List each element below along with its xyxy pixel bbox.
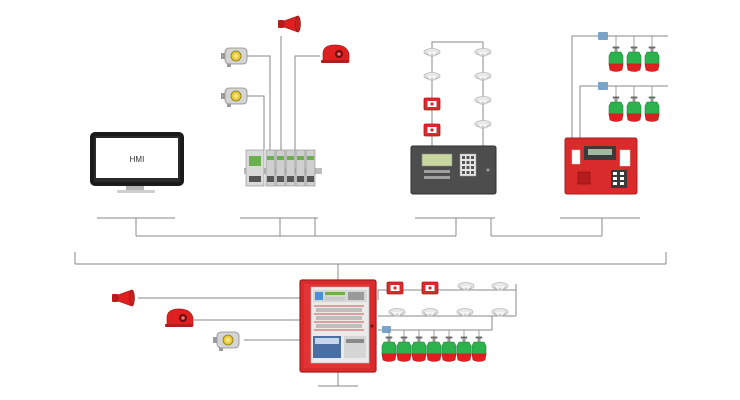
agent-cylinder-icon[interactable] xyxy=(411,336,427,362)
smoke-detector-icon[interactable] xyxy=(474,72,492,81)
smoke-detector-icon[interactable] xyxy=(491,308,509,317)
gas-detector-icon[interactable] xyxy=(220,87,248,108)
beacon-strobe-icon[interactable] xyxy=(164,308,194,328)
main-control-cabinet-icon[interactable] xyxy=(299,279,377,373)
fire-alarm-panel-icon[interactable] xyxy=(410,145,497,195)
manual-call-point-icon[interactable] xyxy=(423,123,441,137)
smoke-detector-icon[interactable] xyxy=(421,308,439,317)
smoke-detector-icon[interactable] xyxy=(457,282,475,291)
manual-call-point-icon[interactable] xyxy=(423,97,441,111)
manual-call-point-icon[interactable] xyxy=(386,281,404,295)
valve-icon xyxy=(598,32,608,90)
agent-cylinder-icon[interactable] xyxy=(471,336,487,362)
suppression-control-panel-icon[interactable] xyxy=(564,137,638,195)
smoke-detector-icon[interactable] xyxy=(423,48,441,57)
manual-call-point-icon[interactable] xyxy=(421,281,439,295)
smoke-detector-icon[interactable] xyxy=(474,48,492,57)
smoke-detector-icon[interactable] xyxy=(423,72,441,81)
gas-detector-icon[interactable] xyxy=(220,47,248,68)
valve-icon xyxy=(382,326,391,333)
agent-cylinder-icon[interactable] xyxy=(381,336,397,362)
horn-siren-icon[interactable] xyxy=(111,289,135,307)
agent-cylinder-icon[interactable] xyxy=(396,336,412,362)
beacon-strobe-icon[interactable] xyxy=(320,44,350,64)
network-bus-lines xyxy=(74,217,667,387)
agent-cylinder-icon[interactable] xyxy=(626,96,642,122)
smoke-detector-icon[interactable] xyxy=(474,120,492,129)
smoke-detector-icon[interactable] xyxy=(456,308,474,317)
smoke-detector-icon[interactable] xyxy=(388,308,406,317)
hmi-monitor[interactable]: HMI xyxy=(90,132,184,193)
agent-cylinder-icon[interactable] xyxy=(426,336,442,362)
din-rail-io-module-icon[interactable] xyxy=(244,149,322,187)
fire-alarm-group xyxy=(410,41,497,195)
agent-cylinder-icon[interactable] xyxy=(626,46,642,72)
smoke-detector-icon[interactable] xyxy=(474,96,492,105)
horn-siren-icon[interactable] xyxy=(277,15,301,33)
agent-cylinder-icon[interactable] xyxy=(441,336,457,362)
gas-detector-icon[interactable] xyxy=(212,331,240,352)
smoke-detector-icon[interactable] xyxy=(491,282,509,291)
main-control-group xyxy=(111,279,517,373)
agent-cylinder-icon[interactable] xyxy=(456,336,472,362)
agent-cylinder-icon[interactable] xyxy=(644,46,660,72)
suppression-group xyxy=(564,32,668,195)
hmi-label: HMI xyxy=(130,155,145,164)
field-io-group xyxy=(220,15,350,187)
agent-cylinder-icon[interactable] xyxy=(644,96,660,122)
agent-cylinder-icon[interactable] xyxy=(608,46,624,72)
agent-cylinder-icon[interactable] xyxy=(608,96,624,122)
